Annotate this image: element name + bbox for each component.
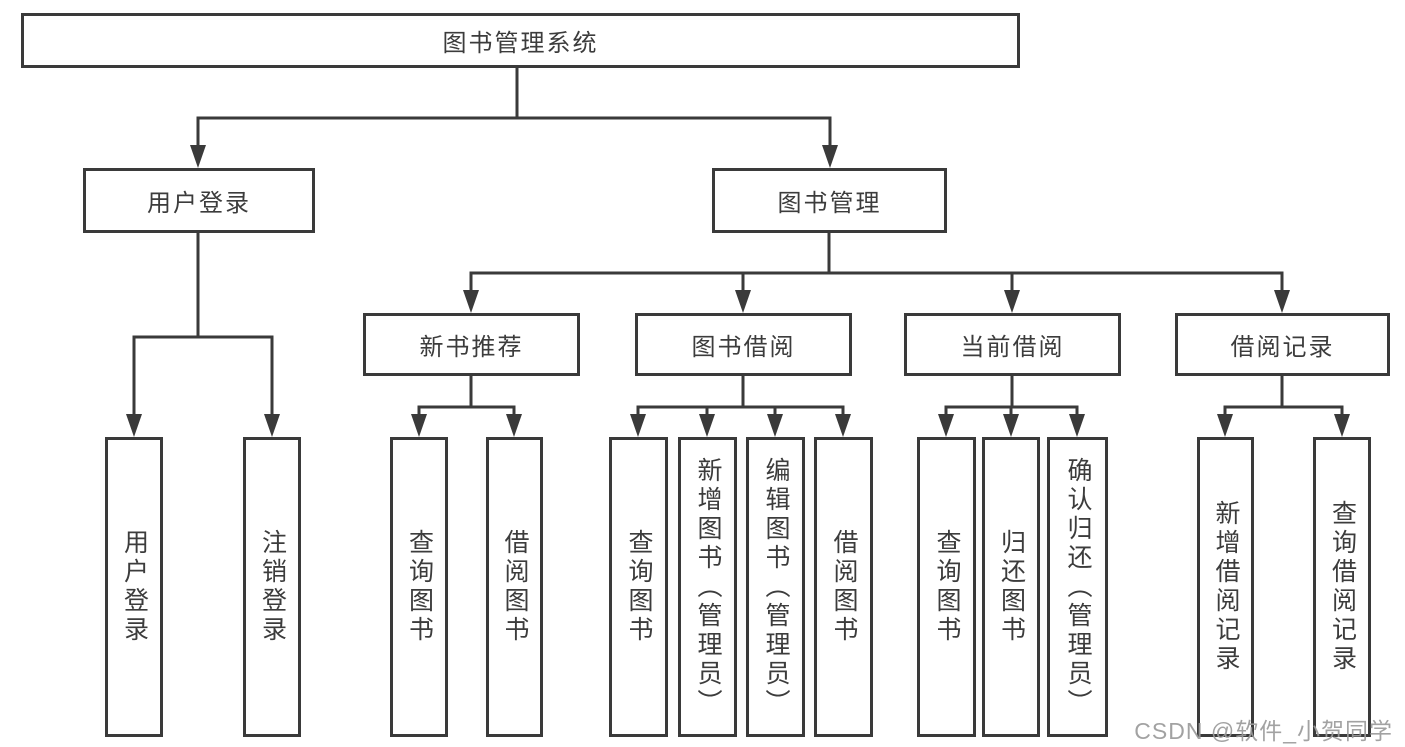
node-label: 图书借阅: [691, 334, 796, 361]
node-user-login: 用户登录: [83, 168, 315, 233]
leaf-label: 新增图书（管理员）: [694, 456, 722, 718]
leaf-label: 归还图书: [997, 529, 1026, 645]
leaf-label: 编辑图书（管理员）: [762, 456, 790, 718]
leaf-label: 注销登录: [258, 529, 287, 645]
node-label: 图书管理系统: [442, 30, 599, 57]
leaf-label: 新增借阅记录: [1212, 500, 1240, 674]
leaf-label: 查询图书: [625, 529, 653, 645]
leaf-label: 用户登录: [120, 529, 149, 645]
leaf-query-book-current: 查询图书: [917, 437, 976, 737]
leaf-confirm-return-admin: 确认归还（管理员）: [1047, 437, 1108, 737]
leaf-query-book-borrow: 查询图书: [609, 437, 668, 737]
leaf-user-login: 用户登录: [105, 437, 163, 737]
leaf-logout: 注销登录: [243, 437, 301, 737]
node-label: 新书推荐: [419, 334, 524, 361]
node-library-management-system: 图书管理系统: [21, 13, 1020, 68]
node-book-management: 图书管理: [712, 168, 947, 233]
leaf-label: 查询图书: [405, 529, 434, 645]
leaf-return-book: 归还图书: [982, 437, 1040, 737]
leaf-label: 借阅图书: [501, 529, 529, 645]
node-label: 当前借阅: [960, 334, 1065, 361]
leaf-edit-book-admin: 编辑图书（管理员）: [746, 437, 805, 737]
leaf-query-borrow-record: 查询借阅记录: [1313, 437, 1371, 737]
leaf-add-book-admin: 新增图书（管理员）: [678, 437, 737, 737]
node-book-borrowing: 图书借阅: [635, 313, 852, 376]
node-label: 借阅记录: [1230, 334, 1335, 361]
node-label: 图书管理: [777, 190, 882, 217]
node-current-borrowing: 当前借阅: [904, 313, 1121, 376]
leaf-label: 查询借阅记录: [1328, 500, 1357, 674]
leaf-borrow-book: 借阅图书: [814, 437, 873, 737]
leaf-add-borrow-record: 新增借阅记录: [1197, 437, 1254, 737]
leaf-label: 查询图书: [933, 529, 961, 645]
arrowheads: [126, 145, 1350, 437]
csdn-watermark: CSDN @软件_小贺同学: [1134, 718, 1393, 744]
leaf-borrow-book-newrec: 借阅图书: [486, 437, 543, 737]
node-borrowing-records: 借阅记录: [1175, 313, 1390, 376]
node-label: 用户登录: [147, 190, 251, 217]
leaf-label: 借阅图书: [830, 529, 858, 645]
leaf-label: 确认归还（管理员）: [1064, 456, 1092, 718]
node-new-book-recommendation: 新书推荐: [363, 313, 580, 376]
leaf-query-book-newrec: 查询图书: [390, 437, 448, 737]
